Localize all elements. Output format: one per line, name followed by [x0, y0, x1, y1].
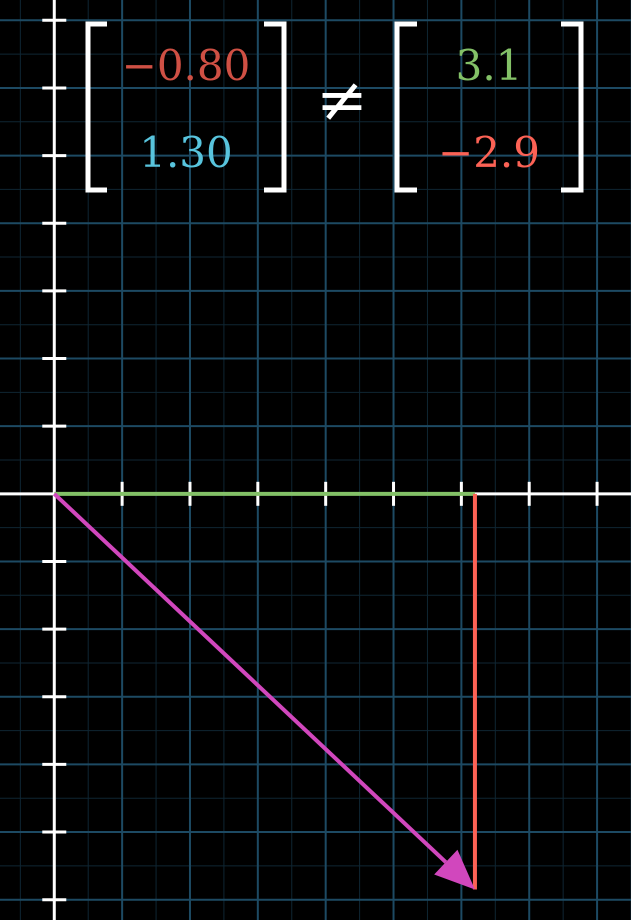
right-close-bracket	[561, 21, 584, 193]
left-vector-top-entry: −0.80	[122, 41, 251, 90]
left-close-bracket	[264, 21, 287, 193]
vector-arrow-head	[434, 849, 475, 890]
left-vector-bottom-entry: 1.30	[139, 128, 233, 177]
not-equal-symbol: ≠	[316, 63, 368, 136]
left-column-vector: −0.80 1.30	[85, 21, 287, 193]
right-vector-bottom-entry: −2.9	[438, 128, 540, 177]
right-vector-top-entry: 3.1	[456, 41, 523, 90]
right-column-vector: 3.1 −2.9	[394, 21, 584, 193]
y-axis-ticks	[42, 18, 67, 902]
right-open-bracket	[394, 21, 417, 193]
left-open-bracket	[85, 21, 107, 193]
vector-arrow-shaft	[52, 492, 448, 864]
